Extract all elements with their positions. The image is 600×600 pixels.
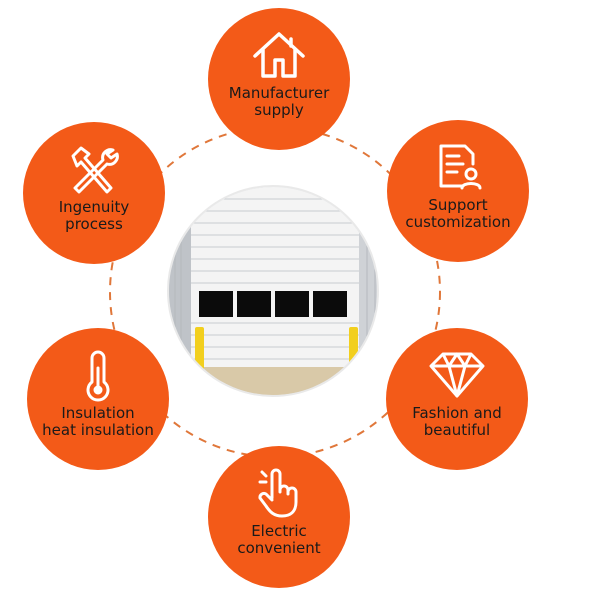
thermometer-icon bbox=[78, 350, 118, 406]
wrench-hammer-icon bbox=[67, 144, 121, 198]
diamond-icon bbox=[429, 350, 485, 402]
pointing-hand-icon bbox=[254, 468, 304, 524]
feature-label-line2: beautiful bbox=[423, 421, 491, 439]
feature-manufacturer-supply: Manufacturer supply bbox=[208, 8, 350, 150]
feature-fashion-beautiful: Fashion and beautiful bbox=[386, 328, 528, 470]
feature-label-line1: Fashion and bbox=[412, 404, 502, 422]
house-icon bbox=[251, 30, 307, 84]
feature-insulation: Insulation heat insulation bbox=[27, 328, 169, 470]
feature-support-customization: Support customization bbox=[387, 120, 529, 262]
feature-label-line1: Electric bbox=[251, 522, 307, 540]
feature-ingenuity-process: Ingenuity process bbox=[23, 122, 165, 264]
feature-electric-convenient: Electric convenient bbox=[208, 446, 350, 588]
feature-label-line1: Manufacturer bbox=[228, 84, 330, 102]
feature-label-line2: customization bbox=[405, 213, 511, 231]
feature-label: Manufacturer supply bbox=[198, 85, 360, 119]
feature-label: Ingenuity process bbox=[13, 199, 175, 233]
feature-label: Fashion and beautiful bbox=[376, 405, 538, 439]
feature-label: Electric convenient bbox=[198, 523, 360, 557]
feature-label-line2: convenient bbox=[237, 539, 321, 557]
feature-label-line1: Ingenuity bbox=[58, 198, 130, 216]
feature-label-line1: Support bbox=[428, 196, 488, 214]
feature-label-line2: heat insulation bbox=[42, 421, 154, 439]
feature-label: Insulation heat insulation bbox=[17, 405, 179, 439]
feature-label: Support customization bbox=[377, 197, 539, 231]
feature-label-line2: process bbox=[65, 215, 123, 233]
document-user-icon bbox=[433, 142, 483, 196]
garage-door-photo bbox=[167, 185, 379, 397]
feature-label-line1: Insulation bbox=[61, 404, 135, 422]
feature-label-line2: supply bbox=[254, 101, 304, 119]
